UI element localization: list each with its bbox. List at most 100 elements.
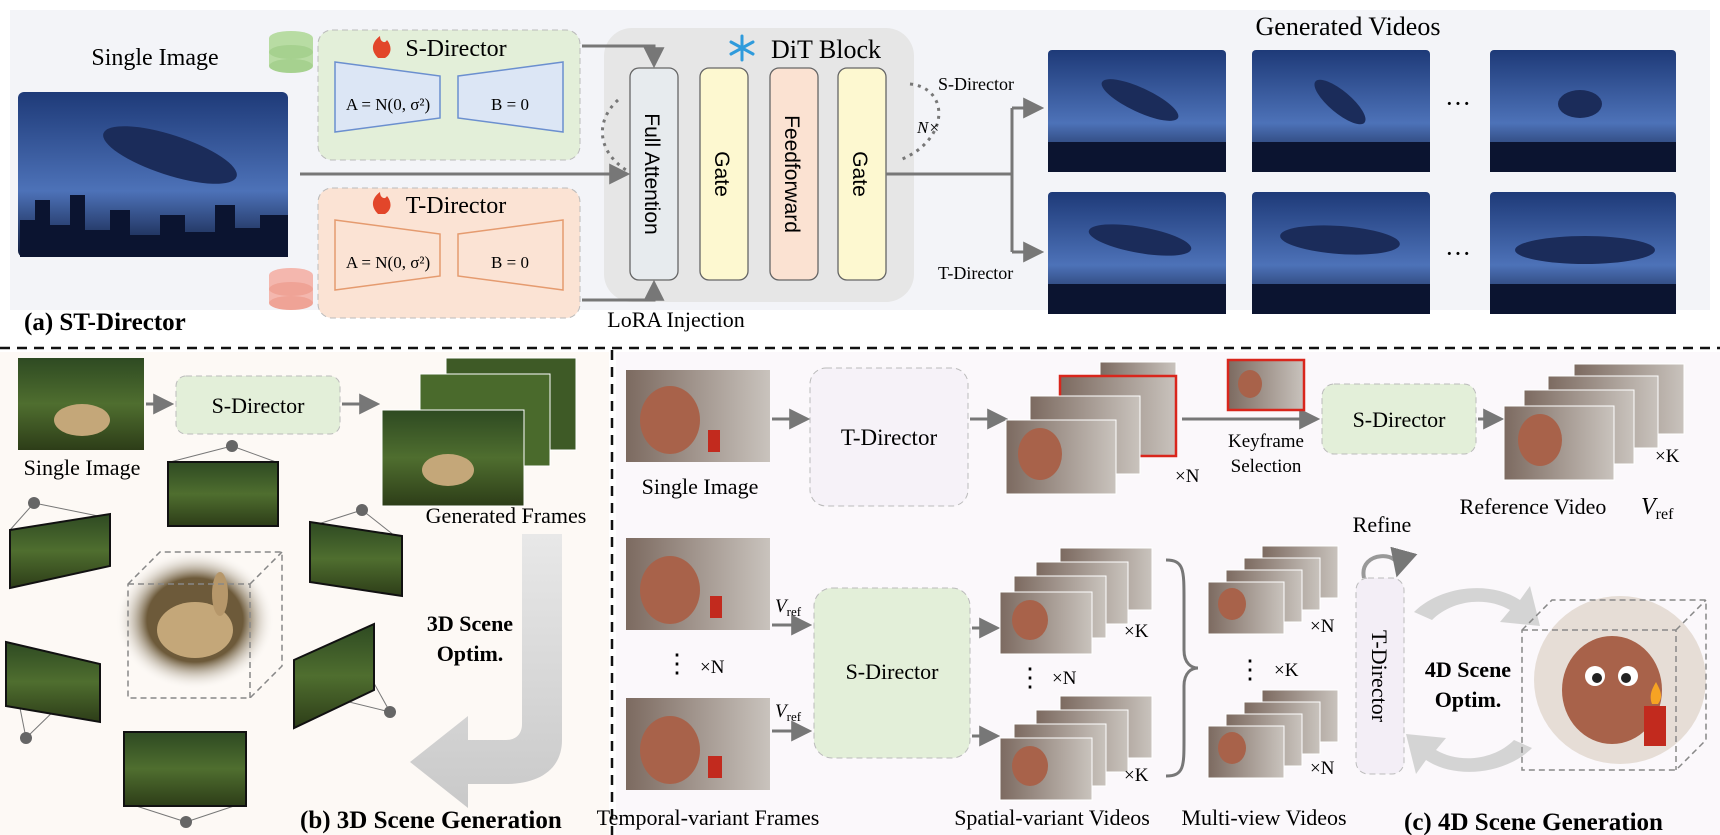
times-n-multiview-upper: ×N [1310, 616, 1335, 637]
4d-optim-arrow-bottom [1406, 734, 1532, 774]
camera-view [9, 497, 111, 590]
full-attention-label: Full Attention [640, 113, 663, 234]
s-video-frame [1252, 50, 1430, 172]
dit-block-title: DiT Block [771, 35, 881, 64]
gate-block-1 [699, 67, 749, 281]
generated-frames-label: Generated Frames [426, 503, 587, 528]
ellipsis-bottom: ··· [1445, 239, 1471, 268]
panel-c-s-director-top-label: S-Director [1353, 407, 1447, 432]
panel-c-bottom-arrows [772, 614, 1001, 747]
times-k-spatial-lower: ×K [1124, 765, 1149, 786]
t-video-frame [1048, 192, 1226, 314]
t-b-init: B = 0 [491, 253, 529, 272]
panel-a-arrows [300, 44, 1045, 302]
panel-c-t-director-box [809, 367, 969, 507]
3d-optim-line1: 3D Scene [427, 611, 513, 636]
s-director-title: S-Director [405, 36, 506, 62]
v-ref-lower-sub: ref [787, 709, 802, 724]
out-t-director-label: T-Director [938, 263, 1013, 283]
lora-injection-label: LoRA Injection [607, 307, 744, 332]
times-n-temporal: ×N [700, 657, 725, 678]
camera-view [309, 504, 403, 598]
feedforward-label: Feedforward [780, 115, 803, 233]
snowflake-icon [729, 34, 755, 62]
panel-c-t-director-vertical-box [1355, 577, 1405, 775]
camera-view [167, 440, 279, 527]
panel-b-title: (b) 3D Scene Generation [300, 807, 562, 834]
3d-optim-line2: Optim. [437, 641, 504, 666]
temporal-frames-label: Temporal-variant Frames [597, 805, 820, 830]
temporal-video-stack [1005, 361, 1178, 495]
temporal-frame [626, 698, 770, 790]
panel-c-t-director-label: T-Director [841, 425, 938, 450]
multiview-video-stack [1207, 545, 1339, 635]
camera-view [293, 622, 396, 730]
t-video-frame [1490, 192, 1676, 314]
s-b-init: B = 0 [491, 95, 529, 114]
generated-videos-label: Generated Videos [1256, 12, 1441, 41]
whale-input-image [18, 92, 288, 257]
multiview-video-stack [1207, 689, 1339, 779]
gate-label-2: Gate [848, 151, 871, 197]
vdots-multiview: ⋮ [1237, 655, 1263, 684]
t-a-init: A = N(0, σ²) [346, 253, 430, 272]
v-ref-lower-letter: V [775, 701, 789, 722]
times-k-spatial-upper: ×K [1124, 621, 1149, 642]
panel-b-s-director-label: S-Director [212, 393, 306, 418]
t-director-title: T-Director [406, 193, 506, 219]
vdots-temporal: ⋮ [664, 649, 690, 678]
times-k-top: ×K [1655, 446, 1680, 467]
4d-optim-arrow-top [1414, 586, 1540, 626]
times-n-top: ×N [1175, 466, 1200, 487]
v-ref-upper-sub: ref [787, 604, 802, 619]
multiview-videos-label: Multi-view Videos [1181, 805, 1346, 830]
t-database-icon [269, 268, 313, 310]
monster-input-image-top [626, 370, 770, 462]
generated-video-thumbnails [1048, 50, 1676, 314]
v-ref-upper-letter: V [775, 596, 789, 617]
fire-icon-s [372, 36, 391, 58]
grouping-brace [1165, 558, 1199, 778]
spatial-video-stack [999, 547, 1153, 655]
keyframe-line1: Keyframe [1228, 431, 1304, 452]
v-ref-letter: V [1641, 494, 1658, 520]
s-video-frame [1048, 50, 1226, 172]
panel-a-single-image-label: Single Image [91, 45, 218, 71]
s-director-lora-box [317, 29, 581, 161]
reference-video-stack [1503, 363, 1685, 481]
refine-loop-arrow [1361, 546, 1418, 579]
camera-view [123, 731, 247, 828]
reference-v-label: Vref [1641, 494, 1674, 523]
t-director-lora-box [317, 187, 581, 319]
panel-a-title: (a) ST-Director [24, 309, 186, 336]
panel-b-s-director-box [175, 375, 341, 435]
monster-4d-cube [1521, 596, 1707, 771]
dit-block-background [604, 28, 914, 302]
v-ref-lower: Vref [775, 701, 802, 724]
ellipsis-top: ··· [1445, 89, 1471, 118]
panel-c-t-director-vertical-label: T-Director [1367, 630, 1392, 723]
temporal-frame [626, 538, 770, 630]
t-video-frame [1252, 192, 1430, 314]
panel-c-s-director-mid-label: S-Director [846, 659, 940, 684]
keyframe-image [1226, 358, 1306, 412]
out-s-director-label: S-Director [938, 74, 1014, 94]
panel-c-title: (c) 4D Scene Generation [1404, 809, 1663, 835]
v-ref-subscript: ref [1656, 506, 1674, 523]
keyframe-line2: Selection [1231, 456, 1302, 477]
feedforward-block [769, 67, 819, 281]
camera-view [5, 640, 101, 744]
3d-optim-arrow [410, 534, 562, 808]
refine-label: Refine [1353, 512, 1412, 537]
spatial-videos-label: Spatial-variant Videos [954, 805, 1150, 830]
fire-icon-t [372, 192, 391, 214]
panel-c-single-image-label: Single Image [642, 474, 759, 499]
generated-frames-stack [381, 357, 577, 507]
4d-optim-line2: Optim. [1435, 687, 1502, 712]
times-n-multiview-lower: ×N [1310, 758, 1335, 779]
s-video-frame [1490, 50, 1676, 172]
4d-optim-line1: 4D Scene [1425, 657, 1511, 682]
s-a-init: A = N(0, σ²) [346, 95, 430, 114]
